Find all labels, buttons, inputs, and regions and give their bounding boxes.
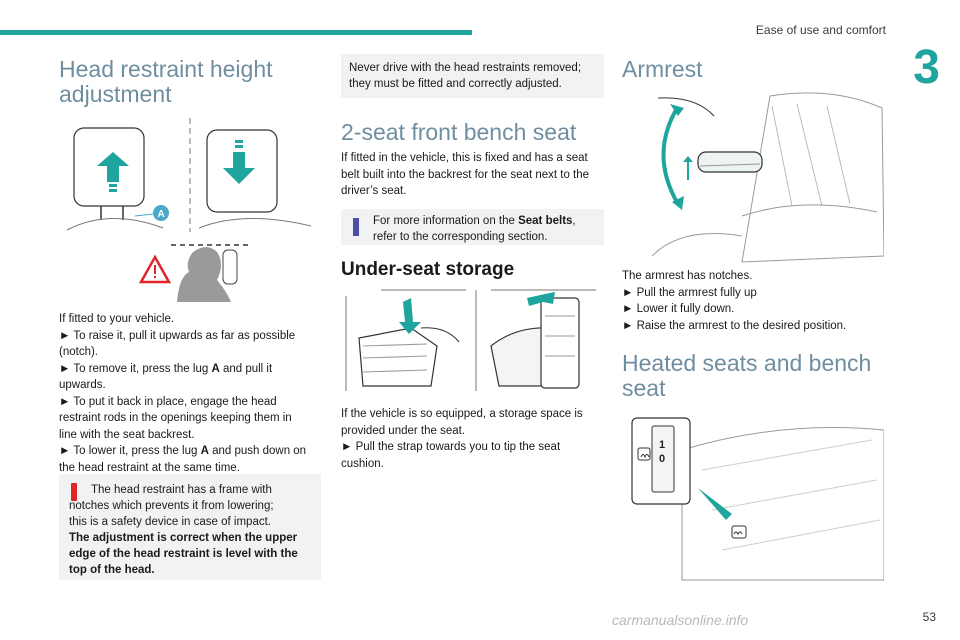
head-restraint-instructions: If fitted to your vehicle. ► To raise it…	[59, 313, 307, 474]
running-header: Ease of use and comfort	[755, 23, 886, 37]
head-restraint-removed-note: Never drive with the head restraints rem…	[341, 54, 604, 98]
watermark: carmanualsonline.info	[612, 612, 749, 628]
switch-position-1: 1	[659, 439, 665, 451]
header-accent-bar	[0, 30, 472, 35]
heated-seat-illustration: 1 0	[631, 417, 884, 581]
section-title-heated-seats: Heated seats and bench seat	[622, 350, 872, 401]
bench-seat-text: If fitted in the vehicle, this is fixed …	[341, 152, 590, 197]
storage-text: If the vehicle is so equipped, a storage…	[341, 408, 583, 470]
section-title-under-seat-storage: Under-seat storage	[341, 259, 515, 280]
warning-icon	[71, 483, 77, 501]
under-seat-storage-illustration	[345, 289, 596, 391]
lug-a-label: A	[158, 209, 165, 220]
switch-position-0: 0	[659, 453, 665, 465]
chapter-number: 3	[913, 41, 940, 94]
info-icon	[353, 218, 359, 236]
armrest-illustration	[651, 92, 884, 263]
head-restraint-warning: The head restraint has a frame with notc…	[59, 474, 321, 580]
armrest-text: The armrest has notches. ► Pull the armr…	[622, 270, 847, 332]
page-number: 53	[922, 610, 936, 624]
section-title-armrest: Armrest	[622, 56, 703, 82]
seat-belts-info-note: For more information on the Seat belts, …	[341, 209, 604, 245]
section-title-head-restraint: Head restraint height adjustment	[59, 56, 273, 107]
section-title-bench-seat: 2-seat front bench seat	[341, 119, 577, 145]
head-restraint-illustration: A	[66, 118, 312, 302]
